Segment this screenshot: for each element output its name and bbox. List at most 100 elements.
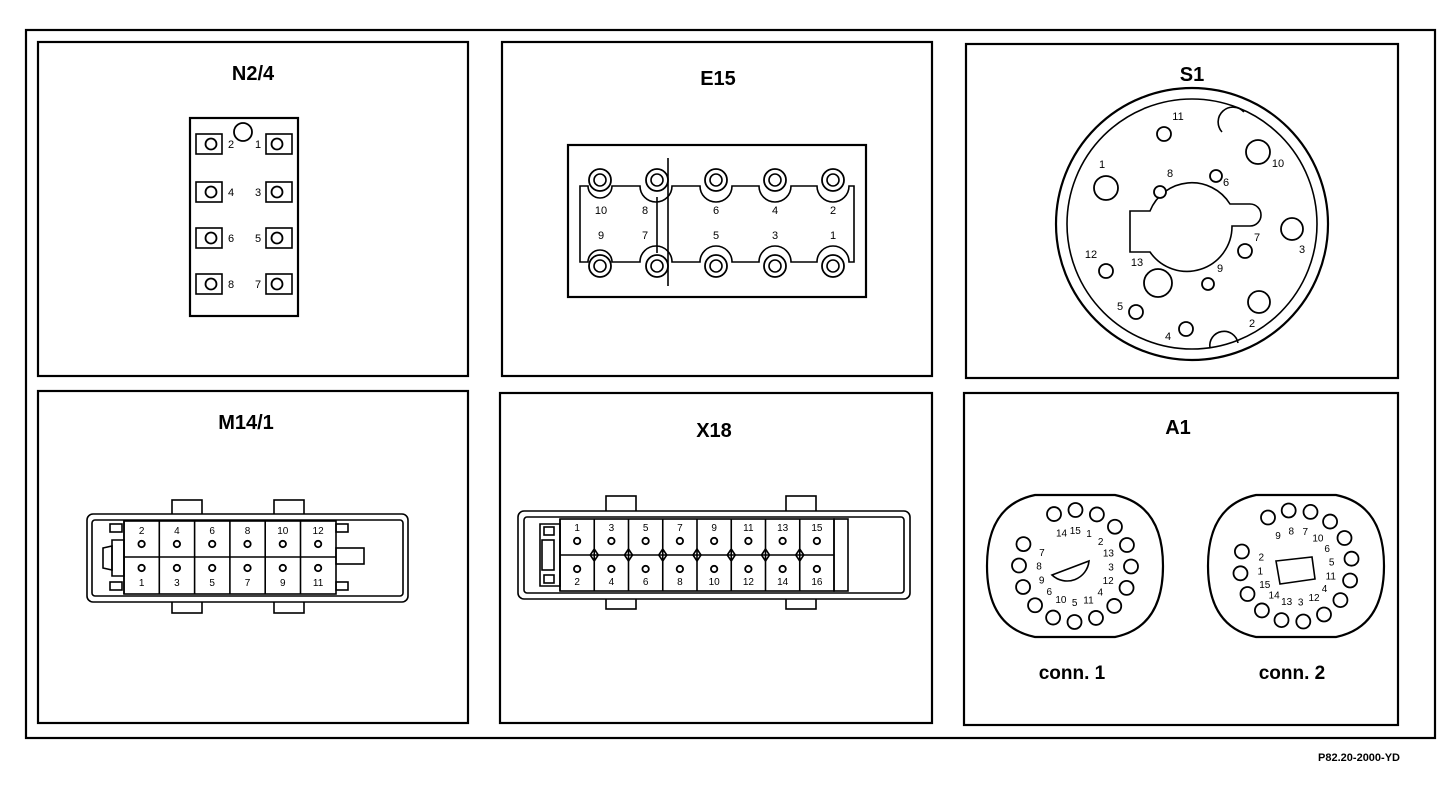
a1-conn1-pin [1088, 506, 1105, 523]
n24-cell-right [265, 273, 293, 295]
n24-pin-right [270, 137, 284, 151]
s1-pin [1093, 175, 1119, 201]
e15-pin-bottom [645, 254, 669, 278]
x18-pin-bottom [812, 564, 821, 574]
m141-pin-bottom [137, 563, 146, 573]
x18-pin-label: 12 [743, 577, 755, 588]
n24-pin-left [204, 277, 218, 291]
x18-pin-bottom [710, 564, 719, 574]
figure-reference: P82.20-2000-YD [1318, 752, 1400, 764]
a1-conn2-pin [1232, 565, 1249, 582]
e15-pin-label: 8 [642, 205, 648, 217]
n24-pin-label: 1 [255, 139, 261, 151]
x18-pin-top [778, 536, 787, 546]
x18-pin-label: 6 [643, 577, 649, 588]
e15-pin-top [763, 168, 787, 192]
n24-pin-right [270, 185, 284, 199]
m141-pin-label: 8 [245, 526, 251, 537]
a1-conn2-pin-label: 6 [1324, 544, 1330, 555]
a1-conn1-label: conn. 1 [1039, 663, 1106, 684]
a1-conn2-pin-label: 9 [1275, 531, 1281, 542]
x18-pin-label: 13 [777, 523, 789, 534]
m141-pin-top [137, 539, 146, 549]
x18-pin-top [573, 536, 582, 546]
s1-pin [1128, 304, 1144, 320]
e15-pin-label: 1 [830, 230, 836, 242]
s1-pin-label: 4 [1165, 331, 1171, 343]
e15-pin-top-inner [768, 173, 782, 187]
m141-pin-label: 9 [280, 578, 286, 589]
n24-cell-left [195, 227, 223, 249]
panel-m141-title: M14/1 [218, 412, 274, 434]
e15-pin-top-inner [709, 173, 723, 187]
s1-pin [1098, 263, 1114, 279]
a1-conn1-pin [1015, 536, 1032, 553]
s1-pin [1247, 290, 1271, 314]
s1-pin [1280, 217, 1304, 241]
s1-pin-label: 8 [1167, 168, 1173, 180]
a1-conn1-pin-label: 6 [1047, 587, 1053, 598]
m141-pin-label: 7 [245, 578, 251, 589]
e15-pin-bottom-inner [826, 259, 840, 273]
a1-conn1-pin [1123, 558, 1139, 575]
x18-pin-label: 5 [643, 523, 649, 534]
a1-conn1-pin [1027, 597, 1043, 614]
a1-conn2-pin [1336, 530, 1353, 546]
e15-contact-plate [579, 185, 855, 263]
m141-pin-top [243, 539, 252, 549]
s1-pin-label: 1 [1099, 159, 1105, 171]
a1-conn1-pin [1046, 506, 1062, 522]
a1-conn1-pin-label: 14 [1056, 529, 1068, 540]
a1-conn2-pin [1316, 606, 1332, 623]
panel-x18-frame [498, 391, 934, 725]
s1-center-keyhole [1129, 181, 1262, 273]
a1-conn2-pin [1322, 513, 1338, 530]
e15-pin-label: 4 [772, 205, 778, 217]
e15-pin-label: 3 [772, 230, 778, 242]
e15-pin-bottom-inner [768, 259, 782, 273]
x18-pin-bottom [675, 564, 684, 574]
a1-conn1-pin-label: 2 [1098, 537, 1104, 548]
e15-pin-label: 9 [598, 230, 604, 242]
e15-pin-bottom [821, 254, 845, 278]
a1-conn1-pin [1119, 537, 1135, 553]
n24-pin-label: 8 [228, 279, 234, 291]
n24-cell-right [265, 181, 293, 203]
n24-cell-left [195, 181, 223, 203]
e15-pin-bottom [704, 254, 728, 278]
m141-pin-label: 6 [209, 526, 215, 537]
panel-x18-title: X18 [696, 420, 732, 442]
a1-conn1-pin-label: 5 [1072, 598, 1078, 609]
a1-conn2-pin-label: 12 [1308, 593, 1320, 604]
a1-conn2-pin [1234, 543, 1250, 560]
panel-a1-title: A1 [1165, 417, 1191, 439]
s1-pin [1237, 243, 1253, 259]
a1-conn2-pin-label: 3 [1298, 598, 1304, 609]
a1-conn2-key [1275, 556, 1316, 585]
e15-pin-label: 2 [830, 205, 836, 217]
e15-pin-top [588, 168, 612, 192]
s1-pin-label: 9 [1217, 263, 1223, 275]
e15-pin-top [821, 168, 845, 192]
m141-pin-label: 11 [313, 578, 324, 589]
a1-conn1-pin-label: 9 [1039, 575, 1045, 586]
a1-conn2-pin-label: 8 [1289, 526, 1295, 537]
outer-frame [24, 28, 1437, 740]
panel-n24-title: N2/4 [232, 63, 275, 85]
a1-conn1-pin-label: 8 [1036, 562, 1042, 573]
panel-e15-frame [500, 40, 934, 378]
s1-pin [1245, 139, 1271, 165]
x18-pin-label: 1 [574, 523, 580, 534]
m141-pin-bottom [278, 563, 287, 573]
x18-pin-top [607, 536, 616, 546]
m141-pin-bottom [172, 563, 181, 573]
s1-pin [1156, 126, 1172, 142]
x18-pin-bottom [744, 564, 753, 574]
x18-pin-label: 8 [677, 577, 683, 588]
a1-conn1-pin-label: 1 [1086, 529, 1092, 540]
e15-pin-top-inner [650, 173, 664, 187]
